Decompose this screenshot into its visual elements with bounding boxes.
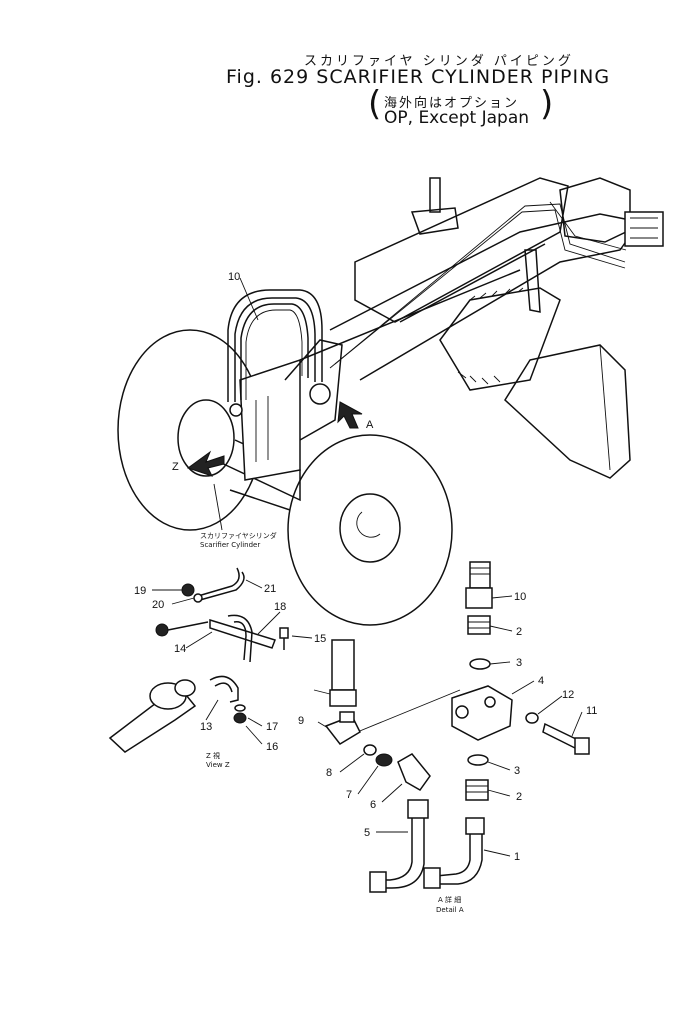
part-label-10-main: 10	[228, 271, 240, 283]
part-label-3-lower: 3	[514, 765, 520, 777]
view-a-arrow	[337, 401, 363, 429]
part-label-11: 11	[586, 705, 597, 717]
part-label-2-upper: 2	[516, 626, 522, 638]
arrow-z-label: Z	[172, 461, 179, 473]
note-japanese: 海外向はオプション	[384, 96, 520, 111]
part-label-17: 17	[266, 721, 278, 733]
part-label-9: 9	[298, 715, 304, 727]
part-label-21: 21	[264, 583, 276, 595]
pipe-loop-10	[227, 289, 323, 402]
part-label-7: 7	[346, 789, 352, 801]
leader-10-main	[239, 277, 259, 321]
part-label-12: 12	[562, 689, 574, 701]
part-label-3-upper: 3	[516, 657, 522, 669]
part-label-4: 4	[538, 675, 544, 687]
view-z-arrow	[186, 450, 225, 477]
view-z-caption-en: View Z	[206, 761, 230, 769]
option-note: OP, Except Japan	[384, 108, 530, 128]
captions: Z A スカリファイヤシリンダ Scarifier Cylinder Z 視 V…	[172, 419, 464, 914]
view-z-caption-jp: Z 視	[206, 751, 220, 760]
title-japanese: スカリファイヤ シリンダ パイピング	[304, 54, 574, 69]
arrow-a-label: A	[366, 419, 374, 431]
figure-title: Fig. 629 SCARIFIER CYLINDER PIPING	[226, 66, 611, 88]
note-paren-right: )	[540, 84, 554, 124]
detail-a-caption-jp: A 詳 細	[438, 895, 461, 904]
part-label-6: 6	[370, 799, 376, 811]
part-label-8: 8	[326, 767, 332, 779]
part-label-15: 15	[314, 633, 326, 645]
part-label-20: 20	[152, 599, 164, 611]
part-label-16: 16	[266, 741, 278, 753]
leader-lines	[152, 579, 583, 857]
part-label-18: 18	[274, 601, 286, 613]
part-label-1: 1	[514, 851, 520, 863]
cylinder-caption-jp: スカリファイヤシリンダ	[200, 531, 277, 540]
part-label-10-detail: 10	[514, 591, 526, 603]
part-label-14: 14	[174, 643, 186, 655]
part-label-2-lower: 2	[516, 791, 522, 803]
leader-cylinder	[213, 483, 223, 531]
view-z-drawing	[108, 567, 289, 753]
part-label-19: 19	[134, 585, 146, 597]
note-paren-left: (	[368, 84, 382, 124]
cylinder-caption-en: Scarifier Cylinder	[200, 541, 260, 549]
detail-a-drawing	[324, 561, 590, 893]
detail-a-caption-en: Detail A	[436, 906, 464, 914]
part-label-5: 5	[364, 827, 370, 839]
part-number-labels: 10 19 21 20 18 15 14 13 17 16 10 2 3 4 1…	[134, 271, 597, 863]
machine-frame-illustration	[117, 177, 664, 626]
control-valve-block	[624, 211, 664, 247]
part-label-13: 13	[200, 721, 212, 733]
